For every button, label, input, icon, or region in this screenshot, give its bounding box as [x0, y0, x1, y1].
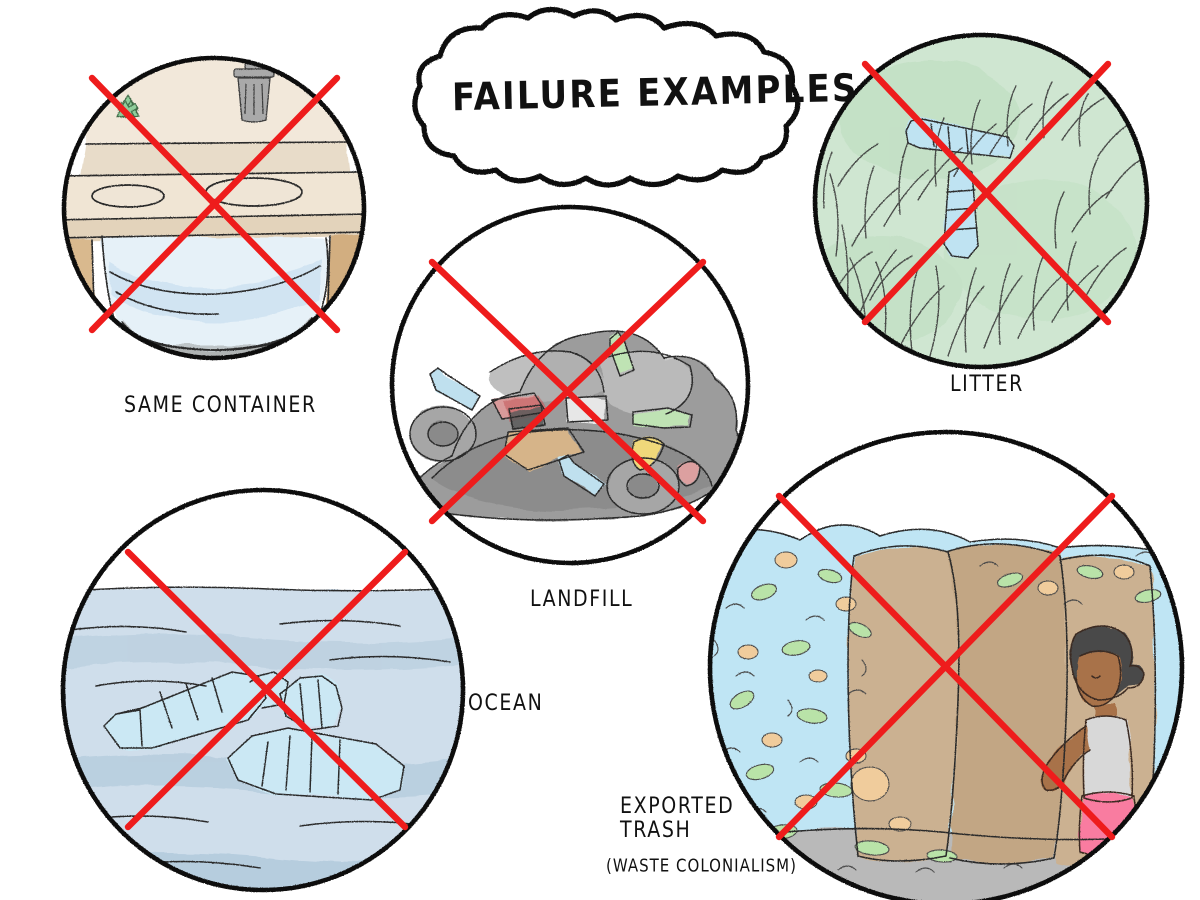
label-exported-trash-line1: EXPORTED [620, 793, 735, 819]
cross-out-exported-trash [775, 492, 1116, 841]
cross-out-landfill [428, 258, 707, 525]
title-cloud-bubble [412, 6, 801, 188]
cross-out-ocean [124, 548, 409, 831]
panel-ocean [60, 487, 466, 893]
panel-circle-border [707, 429, 1185, 900]
page-title: FAILURE EXAMPLES [451, 66, 860, 121]
panel-exported-trash [707, 429, 1185, 900]
panel-circle-border [61, 55, 367, 361]
cross-out-same-container [88, 74, 341, 334]
label-landfill: LANDFILL [530, 586, 634, 612]
panel-same-container [61, 55, 367, 361]
panel-landfill [389, 204, 751, 566]
panel-circle-border [389, 204, 751, 566]
label-litter: LITTER [950, 371, 1024, 397]
label-waste-colonialism: (WASTE COLONIALISM) [606, 855, 797, 877]
label-ocean: OCEAN [468, 690, 544, 716]
cross-out-litter [861, 60, 1112, 326]
label-same-container: SAME CONTAINER [124, 392, 317, 418]
panel-circle-border [812, 32, 1150, 370]
label-exported-trash-line2: TRASH [620, 817, 692, 843]
panel-litter [812, 32, 1150, 370]
panel-circle-border [60, 487, 466, 893]
